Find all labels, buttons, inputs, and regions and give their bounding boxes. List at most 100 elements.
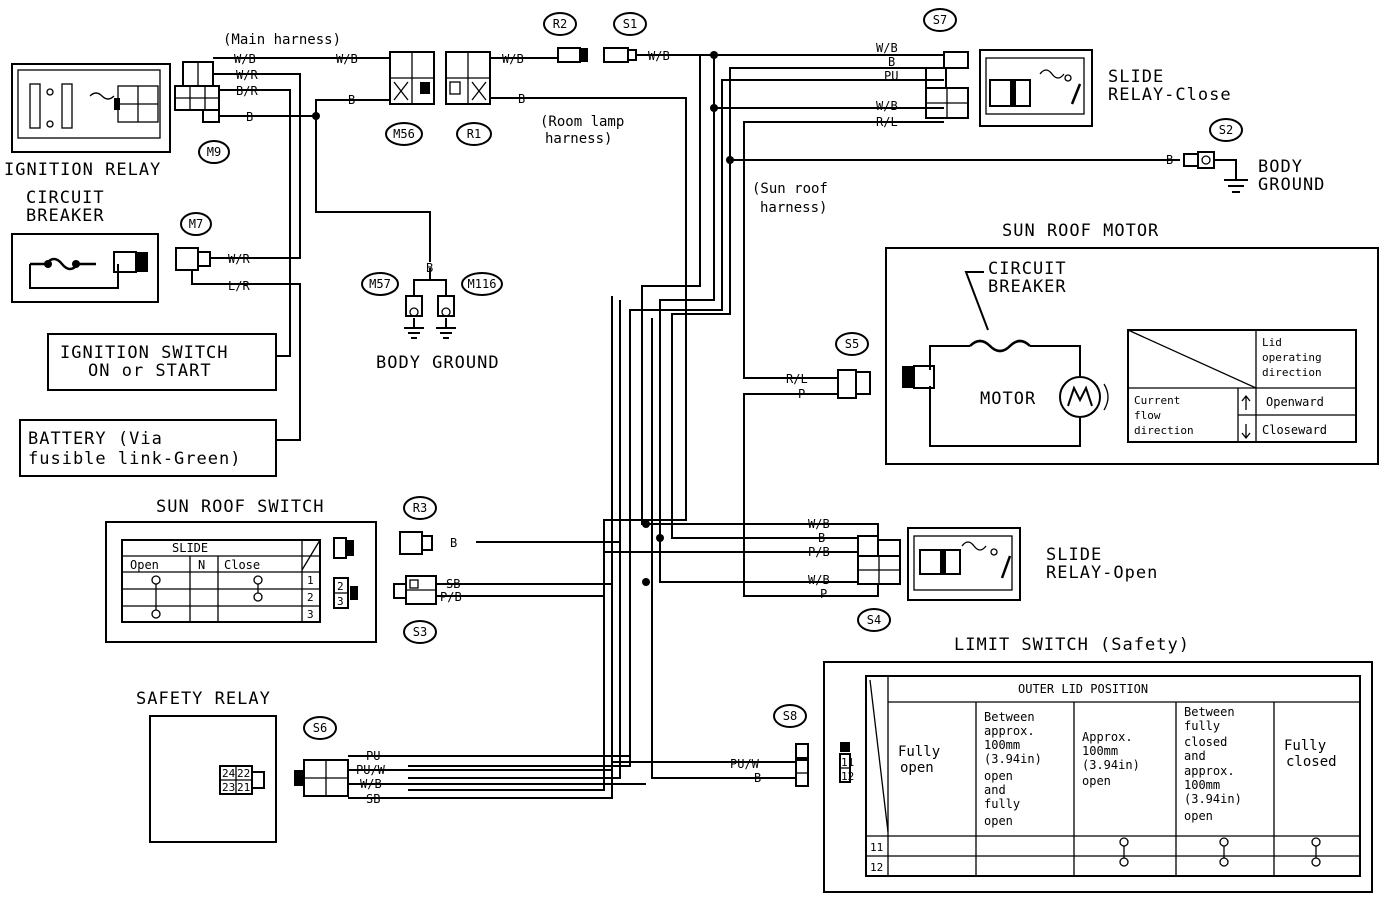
- ground-symbol-right: [1224, 179, 1248, 193]
- wire-label-b-9: B: [754, 771, 761, 785]
- svg-text:approx.: approx.: [1184, 764, 1235, 778]
- svg-text:closed: closed: [1184, 735, 1227, 749]
- svg-text:(3.94in): (3.94in): [1082, 758, 1140, 772]
- wire-label-pu-1: PU: [884, 69, 898, 83]
- motor-m-glyph: [1067, 385, 1093, 407]
- wire-label-wb-5: W/B: [876, 41, 898, 55]
- motor-label: MOTOR: [980, 389, 1036, 409]
- svg-text:Between: Between: [984, 710, 1035, 724]
- ignition-switch-box: [47, 333, 277, 391]
- ignition-switch-label-1: IGNITION SWITCH: [60, 343, 229, 363]
- svg-text:open: open: [1082, 774, 1111, 788]
- svg-text:M116: M116: [468, 277, 497, 291]
- wire-label-lr: L/R: [228, 279, 250, 293]
- svg-text:100mm: 100mm: [1082, 744, 1118, 758]
- room-lamp-harness-label-2: harness): [545, 131, 612, 147]
- connector-m56-badge: M56: [385, 122, 423, 146]
- svg-text:S6: S6: [313, 721, 327, 735]
- svg-text:Between: Between: [1184, 705, 1235, 719]
- connector-s7-badge: S7: [923, 8, 957, 32]
- openward-label: Openward: [1266, 395, 1324, 409]
- connector-r2: [557, 47, 588, 63]
- motor-rotation-icon: [1103, 383, 1109, 411]
- sun-roof-switch-table: [121, 539, 321, 623]
- connector-s3-badge: S3: [403, 620, 437, 644]
- wire-ground-s2: [1214, 159, 1237, 180]
- splice-s4-2: [656, 534, 664, 542]
- slide-relay-open-label-1: SLIDE: [1046, 545, 1102, 565]
- splice-s4-1: [642, 520, 650, 528]
- motor-connector: [902, 365, 935, 389]
- svg-text:Approx.: Approx.: [1082, 730, 1133, 744]
- ignition-switch-label-2: ON or START: [88, 361, 212, 381]
- svg-text:open: open: [1184, 809, 1213, 823]
- battery-label-2: fusible link-Green): [28, 449, 241, 469]
- svg-text:S1: S1: [623, 17, 637, 31]
- sun-roof-switch-label: SUN ROOF SWITCH: [156, 497, 325, 517]
- svg-text:R3: R3: [413, 501, 427, 515]
- safety-relay-box: [149, 715, 277, 843]
- switch-pin-2: 2: [337, 580, 344, 593]
- current-flow-label-3: direction: [1134, 424, 1194, 437]
- switch-connector-icon-bottom: [333, 577, 358, 609]
- limit-col-3: Approx. 100mm (3.94in) open: [1082, 730, 1140, 788]
- safety-pin-23: 23: [222, 781, 235, 794]
- motor-circuit-breaker-label-1: CIRCUIT: [988, 259, 1067, 279]
- sun-roof-motor-box: [885, 247, 1379, 465]
- body-ground-right-label-1: BODY: [1258, 157, 1303, 177]
- sun-roof-harness-label-2: harness): [760, 200, 827, 216]
- wire-label-rl-2: R/L: [786, 372, 808, 386]
- limit-col-1: Fully open: [898, 744, 940, 776]
- motor-icon: [1059, 376, 1101, 418]
- wire-m9-br: [219, 89, 291, 357]
- wire-label-br-1: B/R: [236, 84, 258, 98]
- motor-circuit-breaker-label-2: BREAKER: [988, 277, 1067, 297]
- wire-p: [743, 393, 838, 597]
- svg-text:R1: R1: [467, 127, 481, 141]
- connector-s4: [857, 535, 901, 585]
- slide-relay-close: [979, 49, 1093, 127]
- connector-s3: [393, 575, 437, 605]
- closeward-label: Closeward: [1262, 423, 1327, 437]
- wire-b-to-m56: [315, 99, 330, 116]
- wire-label-wb-3: W/B: [502, 52, 524, 66]
- connector-r1-badge: R1: [456, 122, 492, 146]
- svg-text:open: open: [900, 760, 934, 776]
- svg-text:Fully: Fully: [898, 744, 940, 760]
- connector-m116-badge: M116: [461, 272, 503, 296]
- svg-text:and: and: [1184, 749, 1206, 763]
- lid-direction-label-3: direction: [1262, 366, 1322, 379]
- wire-wb-bus: [713, 55, 944, 109]
- wire-puw: [408, 300, 621, 779]
- svg-text:Fully: Fully: [1284, 738, 1326, 754]
- wire-b-s8: [651, 318, 796, 779]
- s8-pin-icon: [839, 742, 851, 783]
- current-flow-label-2: flow: [1134, 409, 1161, 422]
- wire-label-b-5: B: [888, 55, 895, 69]
- s8-pin-11: 11: [841, 756, 854, 769]
- wire-b-to-s4: [671, 160, 806, 539]
- wire-label-puw-2: PU/W: [730, 757, 760, 771]
- connector-s7: [925, 51, 969, 119]
- limit-row-12: 12: [870, 861, 883, 874]
- connector-s6: [294, 759, 349, 797]
- wire-wb-to-s4: [659, 108, 806, 583]
- wire-label-wr-1: W/R: [236, 68, 258, 82]
- battery-label-1: BATTERY (Via: [28, 429, 163, 449]
- connector-r3-badge: R3: [403, 496, 437, 520]
- svg-text:closed: closed: [1286, 754, 1337, 770]
- motor-direction-table: [1127, 329, 1357, 443]
- connector-m9-badge: M9: [198, 140, 230, 164]
- svg-text:(3.94in): (3.94in): [984, 752, 1042, 766]
- wire-label-pb-2: P/B: [440, 590, 462, 604]
- s8-pin-12: 12: [841, 770, 854, 783]
- connector-s6-badge: S6: [303, 716, 337, 740]
- sun-roof-switch-box: [105, 521, 377, 643]
- limit-col-2: Between approx. 100mm (3.94in) open and …: [984, 710, 1042, 828]
- slide-relay-open-label-2: RELAY-Open: [1046, 563, 1158, 583]
- wire-label-b-3: B: [518, 92, 525, 106]
- limit-switch-label: LIMIT SWITCH (Safety): [954, 635, 1190, 655]
- connector-s5-badge: S5: [835, 332, 869, 356]
- connector-m56: [389, 51, 435, 105]
- wire-label-wb-2: W/B: [336, 52, 358, 66]
